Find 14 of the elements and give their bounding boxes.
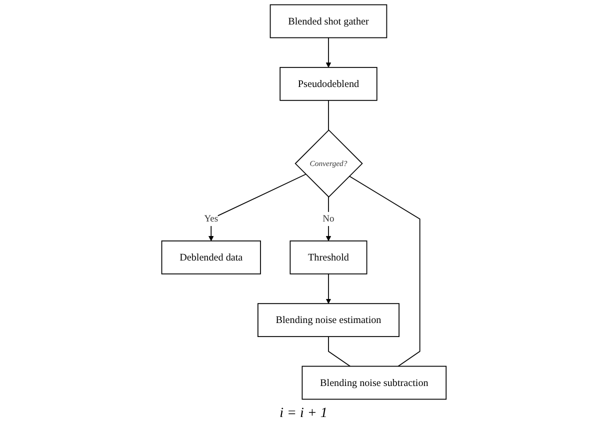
arrow [325,37,331,68]
node-box: Blended shot gather [269,4,387,38]
node-box: Blending noise subtraction [301,366,446,400]
connector [328,336,350,367]
edge-label: No [322,214,334,224]
node-box: Blending noise estimation [257,303,400,338]
arrow [208,174,306,242]
node-box: Pseudodeblend [279,66,377,101]
connector [348,176,420,367]
edge-label: Yes [204,214,218,224]
formula-label: i = i + 1 [280,406,328,422]
node-box: Threshold [289,240,367,274]
node-box: Deblended data [160,240,260,274]
arrow [325,273,331,304]
